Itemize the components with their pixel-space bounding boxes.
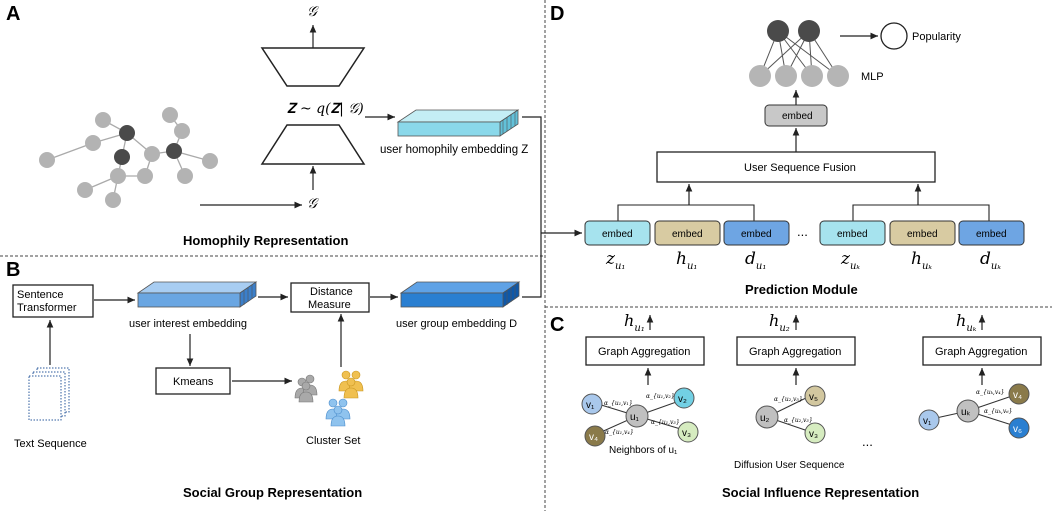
embed-box-h-uk: [889, 220, 956, 246]
embed-label-2: embed: [672, 229, 703, 240]
symbol-h-uk: huₖ: [911, 249, 932, 272]
alpha-g1-4: α_{u₁,v₄}: [605, 429, 634, 436]
graph-aggregation-label-2: Graph Aggregation: [749, 346, 841, 358]
symbol-h-u1: hu₁: [676, 249, 697, 272]
node-v5-g2: v₅: [809, 392, 818, 403]
group-ellipsis: ...: [862, 434, 873, 449]
node-uk: uₖ: [961, 407, 971, 418]
neighbor-graph-uk: [918, 383, 1030, 439]
panel-c-letter: C: [550, 314, 564, 336]
panel-a-title: Homophily Representation: [183, 233, 348, 248]
encoder-trapezoid: [260, 124, 366, 165]
interest-embedding-slab: [136, 281, 258, 308]
graph-aggregation-box-3: [922, 336, 1042, 366]
node-u1: u₁: [630, 412, 640, 423]
popularity-label: Popularity: [912, 31, 961, 43]
output-h-uk: huₖ: [956, 311, 977, 334]
graph-aggregation-label-3: Graph Aggregation: [935, 346, 1027, 358]
embed-row-ellipsis: ...: [797, 224, 808, 239]
sentence-transformer-box: [12, 284, 94, 318]
alpha-g1-1: α_{u₁,v₂}: [646, 393, 675, 400]
panel-b-letter: B: [6, 259, 20, 281]
graph-symbol-top: 𝒢: [307, 4, 319, 20]
embed-row: [584, 220, 1025, 246]
embed-label-5: embed: [907, 229, 938, 240]
decoder-trapezoid: [260, 47, 366, 87]
graph-aggregation-box-2: [736, 336, 856, 366]
groupk-bracket: [852, 204, 990, 221]
graph-aggregation-label-1: Graph Aggregation: [598, 346, 690, 358]
alpha-g2-2: α_{u₂,v₃}: [784, 417, 813, 424]
node-v6-g3: v₆: [1013, 424, 1022, 435]
embed-box-h-u1: [654, 220, 721, 246]
node-v2-g1: v₂: [678, 394, 687, 405]
symbol-d-u1: du₁: [745, 249, 766, 272]
homophily-embedding-label: user homophily embedding Z: [380, 144, 528, 156]
distance-measure-line1: Distance: [310, 286, 353, 298]
homophily-embedding-slab: [396, 109, 520, 137]
node-v3-g2: v₃: [809, 429, 818, 440]
embed-box-z-u1: [584, 220, 651, 246]
output-h-u2: hu₂: [769, 311, 790, 334]
embed-box-d-uk: [958, 220, 1025, 246]
text-sequence-document-icon: [28, 367, 70, 421]
embed-box-d-u1: [723, 220, 790, 246]
node-v4-g1: v₄: [589, 432, 598, 443]
homophily-network-nodes: [39, 107, 218, 208]
user-sequence-fusion-box: [656, 151, 936, 183]
symbol-d-uk: duₖ: [980, 249, 1001, 272]
panel-d-letter: D: [550, 3, 564, 25]
sentence-transformer-line1: Sentence: [17, 289, 63, 301]
cluster-set-people-icon: [294, 370, 364, 427]
panel-d-title: Prediction Module: [745, 282, 858, 297]
alpha-g2-1: α_{u₂,v₅}: [774, 396, 803, 403]
embed-box-z-uk: [819, 220, 886, 246]
alpha-g1-2: α_{u₁,v₁}: [604, 400, 633, 407]
graph-symbol-bottom: 𝒢: [307, 196, 319, 212]
neighbor-graph-u2: [755, 385, 826, 444]
embed-label-1: embed: [602, 229, 633, 240]
interest-embedding-label: user interest embedding: [129, 318, 247, 330]
node-u2: u₂: [760, 413, 770, 424]
text-sequence-label: Text Sequence: [14, 438, 87, 450]
distance-measure-line2: Measure: [308, 299, 351, 311]
panel-c-title: Social Influence Representation: [722, 485, 919, 500]
homophily-to-prediction-connector: [522, 116, 542, 233]
panel-a-letter: A: [6, 3, 20, 25]
neighbors-of-u1-label: Neighbors of u₁: [609, 445, 678, 456]
top-embed-label: embed: [782, 111, 813, 122]
kmeans-box: [155, 367, 231, 395]
output-h-u1: hu₁: [624, 311, 645, 334]
alpha-g3-2: α_{uₖ,v₆}: [984, 408, 1013, 415]
kmeans-label: Kmeans: [173, 376, 214, 388]
group1-bracket: [617, 204, 755, 221]
distance-measure-box: [290, 282, 370, 313]
embed-label-6: embed: [976, 229, 1007, 240]
latent-equation: 𝐙 ~ q(𝐙| 𝒢): [287, 101, 364, 117]
embed-label-4: embed: [837, 229, 868, 240]
cluster-set-label: Cluster Set: [306, 435, 360, 447]
embed-label-3: embed: [741, 229, 772, 240]
alpha-g1-3: α_{u₁,v₃}: [651, 419, 680, 426]
sentence-transformer-line2: Transformer: [17, 302, 77, 314]
mlp-network: [749, 20, 849, 87]
group-to-prediction-connector: [522, 233, 542, 298]
mlp-label: MLP: [861, 71, 884, 83]
symbol-z-uk: zuₖ: [840, 249, 860, 272]
node-v1-g3: v₁: [923, 416, 932, 427]
graph-aggregation-box-1: [585, 336, 705, 366]
group-embedding-slab: [399, 281, 521, 308]
node-v3-g1: v₃: [682, 428, 691, 439]
alpha-g3-1: α_{uₖ,v₄}: [976, 389, 1005, 396]
diffusion-user-sequence-label: Diffusion User Sequence: [734, 460, 845, 471]
node-v4-g3: v₄: [1013, 390, 1022, 401]
symbol-z-u1: zu₁: [605, 249, 625, 272]
popularity-node: [880, 22, 908, 50]
node-v1-g1: v₁: [586, 400, 595, 411]
user-sequence-fusion-label: User Sequence Fusion: [744, 162, 856, 174]
neighbor-graph-u1: [581, 387, 699, 447]
group-embedding-label: user group embedding D: [396, 318, 517, 330]
panel-b-title: Social Group Representation: [183, 485, 362, 500]
